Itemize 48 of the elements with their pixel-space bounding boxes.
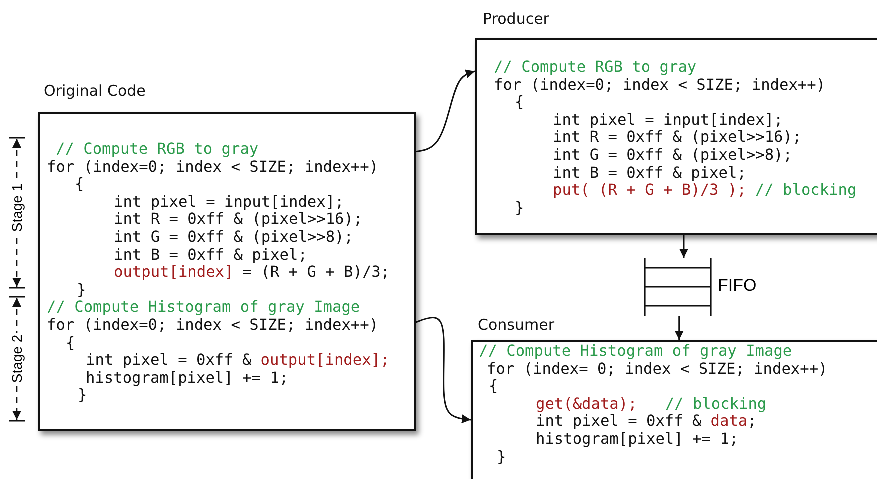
fifo-queue-drawing (644, 258, 712, 316)
code-text: // Compute Histogram of gray Image (47, 298, 360, 316)
code-text: } (78, 386, 88, 404)
code-text: } (497, 448, 506, 466)
code-text: int pixel = input[index]; (114, 192, 344, 211)
code-text: for (index= 0; index < SIZE; index++) (487, 360, 828, 378)
queue-label: FIFO (718, 276, 757, 296)
code-text: // Compute RGB to gray (56, 140, 259, 158)
arrow (674, 316, 684, 340)
code-text: output[index] (114, 263, 234, 282)
code-text: int G = 0xff & (pixel>>8); (553, 146, 792, 164)
code-text: // Compute RGB to gray (494, 58, 697, 76)
panel-heading: Original Code (44, 82, 146, 100)
stage-label: Stage 2 (9, 332, 26, 386)
arrow (416, 70, 476, 153)
code-text: for (index=0; index < SIZE; index++) (494, 76, 826, 94)
code-text: // Compute Histogram of gray Image (479, 342, 792, 360)
code-text: int B = 0xff & pixel; (114, 246, 308, 264)
code-text: put( (R + G + B)/3 ); (553, 181, 746, 200)
code-text: int G = 0xff & (pixel>>8); (114, 228, 354, 246)
code-text: int B = 0xff & pixel; (553, 164, 746, 182)
code-text: // blocking (665, 394, 767, 413)
code-text: int pixel = 0xff & (86, 351, 252, 370)
code-text: { (515, 93, 524, 112)
arrow (679, 235, 688, 258)
panel-heading: Producer (483, 10, 550, 28)
code-text: int pixel = input[index]; (553, 110, 784, 129)
code-text: int pixel = 0xff & (536, 412, 702, 430)
code-text: histogram[pixel] += 1; (536, 430, 739, 448)
code-text: } (515, 198, 524, 217)
code-text: for (index=0; index < SIZE; index++) (47, 158, 379, 176)
code-text: output[index]; (260, 351, 390, 370)
code-text: = (R + G + B)/3; (242, 263, 390, 282)
panel-heading: Consumer (478, 316, 554, 334)
code-text: int R = 0xff & (pixel>>16); (553, 128, 802, 146)
code-text: } (77, 280, 86, 299)
code-text: ; (748, 412, 757, 430)
code-text: { (75, 175, 84, 194)
code-text: data (710, 412, 748, 430)
code-text: { (66, 334, 76, 352)
code-text: int R = 0xff & (pixel>>16); (114, 210, 363, 228)
arrow (416, 317, 472, 424)
code-text: get(&data); (536, 394, 638, 413)
stage-label: Stage 1 (9, 182, 26, 234)
code-text: // blocking (755, 181, 857, 200)
code-text: { (489, 377, 498, 396)
code-text: histogram[pixel] += 1; (86, 368, 289, 387)
code-text: for (index=0; index < SIZE; index++) (47, 316, 379, 334)
